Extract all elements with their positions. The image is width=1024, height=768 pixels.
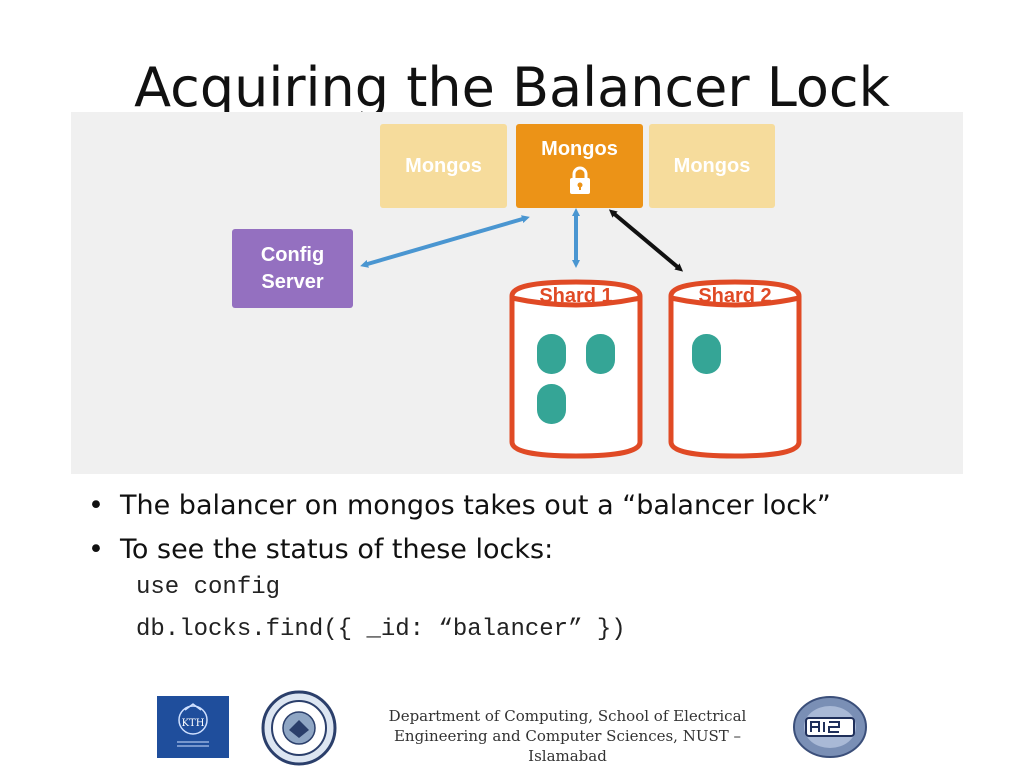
mongos-center-label: Mongos: [541, 137, 618, 160]
shard2-label: Shard 2: [698, 285, 772, 307]
bullet-item: •The balancer on mongos takes out a “bal…: [88, 484, 831, 528]
ais-logo: [793, 696, 867, 758]
mongos-left-label: Mongos: [405, 154, 482, 177]
footer-line: Department of Computing, School of Elect…: [388, 707, 747, 725]
footer-department: Department of Computing, School of Elect…: [375, 706, 760, 766]
bullet-text: To see the status of these locks:: [120, 534, 554, 565]
code-line: use config: [136, 574, 281, 601]
mongos-right-box: Mongos: [649, 124, 775, 208]
shard1-chunk: [537, 384, 566, 424]
shard1-label: Shard 1: [539, 285, 613, 307]
mongos-shard2-arrow: [608, 209, 684, 272]
diagram-arrows: [360, 208, 802, 459]
shard2-cylinder: [668, 279, 802, 459]
nust-seal-logo: [261, 690, 337, 766]
sharding-diagram: Mongos Mongos Mongos Config Server Shard…: [71, 112, 963, 474]
code-line: db.locks.find({ _id: “balancer” }): [136, 616, 626, 643]
mongos-center-box: Mongos: [516, 124, 643, 208]
bullet-item: •To see the status of these locks:: [88, 528, 831, 572]
shard1-chunk: [586, 334, 615, 374]
mongos-left-box: Mongos: [380, 124, 507, 208]
config-server-label-line2: Server: [261, 270, 324, 293]
kth-logo-text: KTH: [182, 718, 205, 729]
config-server-label-line1: Config: [260, 243, 325, 266]
kth-logo: KTH: [157, 696, 229, 758]
mongos-right-label: Mongos: [673, 154, 751, 177]
shard1-cylinder: [509, 279, 643, 459]
shard1-chunk: [537, 334, 566, 374]
shard1-cylinder-rim: [511, 295, 641, 308]
footer-line: Islamabad: [528, 747, 607, 765]
shard2-chunk: [692, 334, 721, 374]
bullet-text: The balancer on mongos takes out a “bala…: [120, 490, 831, 521]
config-mongos-arrow: [360, 215, 530, 268]
slide-title: Acquiring the Balancer Lock: [134, 56, 890, 119]
shard2-cylinder-rim: [670, 295, 800, 308]
config-server-box: Config Server: [232, 229, 353, 308]
bullet-list: •The balancer on mongos takes out a “bal…: [88, 484, 831, 572]
lock-icon: [569, 166, 590, 194]
footer-line: Engineering and Computer Sciences, NUST …: [393, 727, 742, 745]
